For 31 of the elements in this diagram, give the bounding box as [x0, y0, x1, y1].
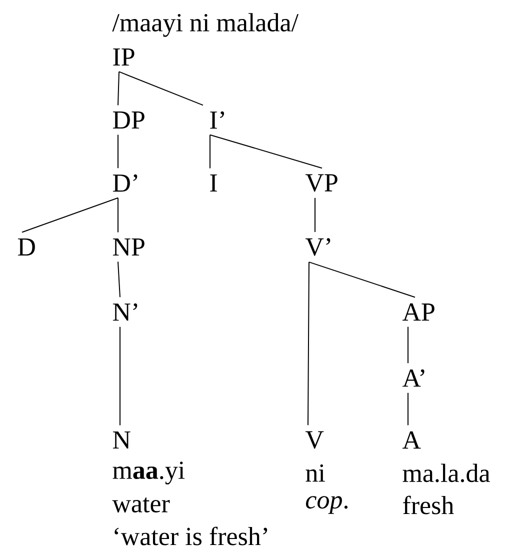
category-label: A’ [402, 369, 424, 387]
category-label: V’ [306, 238, 330, 256]
tree-branch [210, 134, 322, 169]
category-label: AP [402, 303, 434, 321]
tree-branch [118, 261, 120, 298]
category-label: DP [112, 111, 144, 129]
gloss: water [112, 498, 170, 512]
tree-branch [118, 71, 204, 106]
tree-branch [314, 197, 316, 232]
category-label: D [18, 238, 35, 256]
tree-branch [22, 197, 118, 233]
gloss: cop. [306, 496, 348, 514]
title: /maayi ni malada/ [112, 13, 299, 37]
category-label: V [306, 431, 324, 449]
tree-branch [308, 262, 310, 426]
category-label: A [402, 431, 421, 449]
category-label: I [210, 174, 217, 192]
category-label: VP [306, 174, 338, 192]
category-label: I’ [210, 111, 224, 129]
category-label: D’ [112, 174, 138, 192]
category-label: IP [113, 48, 134, 66]
category-label: N’ [112, 303, 138, 321]
category-label: N [112, 431, 130, 448]
word: ma.la.da [402, 464, 490, 482]
word: ni [306, 464, 325, 482]
category-label: NP [112, 238, 144, 256]
caption: ‘water is fresh’ [114, 526, 268, 546]
tree-branch [308, 262, 416, 298]
gloss: fresh [403, 496, 454, 514]
word: maa.yi [112, 462, 185, 484]
tree-branch [118, 71, 120, 106]
